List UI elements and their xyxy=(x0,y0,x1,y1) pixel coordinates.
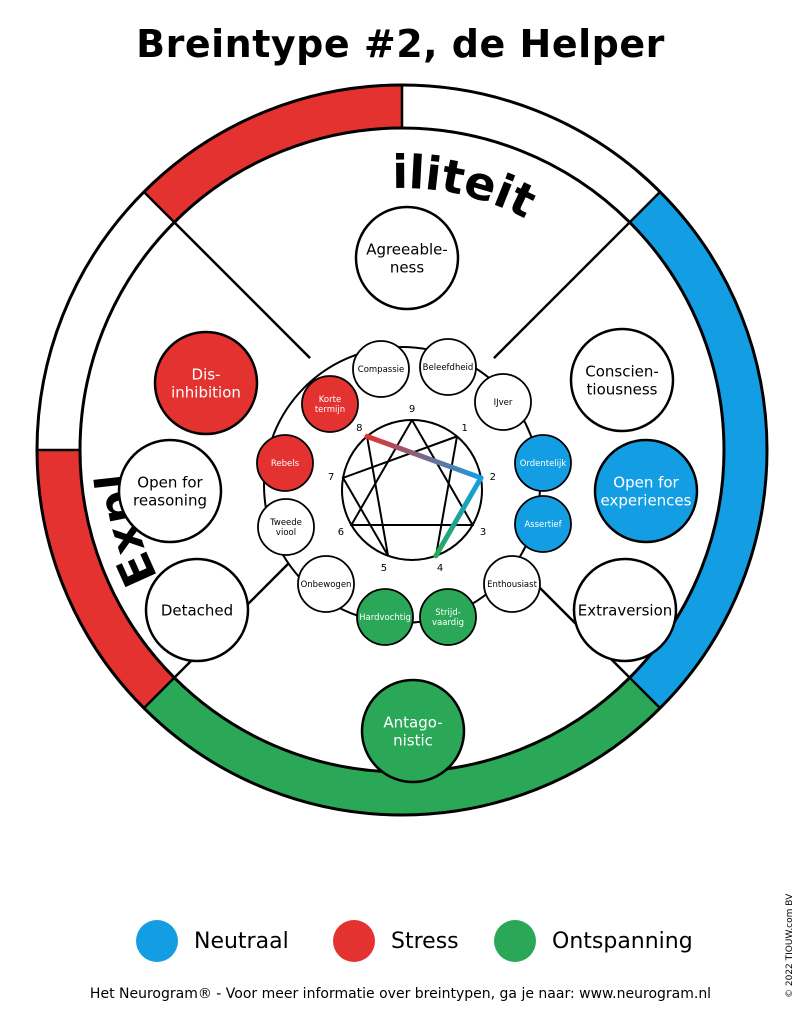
trait-antagonistic-label-1: nistic xyxy=(393,731,433,749)
trait-conscientiousness-circle xyxy=(569,327,675,433)
trait-strijdvaardig-label-1: vaardig xyxy=(432,618,464,628)
enneagram-point-1: 1 xyxy=(462,423,468,434)
trait-antagonistic: Antago-nistic xyxy=(360,678,466,784)
trait-agreeableness: Agreeable-ness xyxy=(354,205,460,311)
trait-ordentelijk-label-0: Ordentelijk xyxy=(520,459,567,469)
enneagram-point-9: 9 xyxy=(409,404,415,415)
enneagram-point-6: 6 xyxy=(338,527,344,538)
trait-detached-circle xyxy=(144,557,250,663)
trait-detached: Detached xyxy=(144,557,250,663)
legend-ontspanning: Ontspanning xyxy=(494,920,693,962)
trait-disinhibition-label-0: Dis- xyxy=(192,366,221,384)
trait-rebels-label-0: Rebels xyxy=(271,459,300,469)
enneagram-point-7: 7 xyxy=(328,472,334,483)
trait-open-for-reasoning-label-1: reasoning xyxy=(133,491,207,509)
copyright-text: © 2022 TIOUW.com BV xyxy=(785,893,795,998)
trait-ordentelijk-circle xyxy=(514,434,572,492)
legend-neutraal: Neutraal xyxy=(136,920,289,962)
segment-autonomie-green xyxy=(143,677,661,815)
trait-rebels: Rebels xyxy=(256,434,314,492)
footer-text: Het Neurogram® - Voor meer informatie ov… xyxy=(89,986,712,1002)
trait-hardvochtig: Hardvochtig xyxy=(356,588,414,646)
trait-ijver: IJver xyxy=(474,373,532,431)
trait-strijdvaardig: Strijd-vaardig xyxy=(419,588,477,646)
trait-onbewogen: Onbewogen xyxy=(297,555,355,613)
trait-enthousiast: Enthousiast xyxy=(483,555,541,613)
trait-rebels-circle xyxy=(256,434,314,492)
divider-nw xyxy=(143,191,311,359)
enneagram-point-8: 8 xyxy=(356,423,362,434)
enneagram-circle xyxy=(341,419,483,561)
legend-neutraal-label: Neutraal xyxy=(194,928,289,954)
trait-korte-termijn-label-1: termijn xyxy=(315,405,345,415)
legend-ontspanning-label: Ontspanning xyxy=(552,928,693,954)
legend-stress: Stress xyxy=(333,920,459,962)
trait-onbewogen-label-0: Onbewogen xyxy=(301,580,352,590)
trait-open-for-experiences-circle xyxy=(593,438,699,544)
relax-line-2-4 xyxy=(433,475,484,559)
trait-tweede-viool-label-0: Tweede xyxy=(269,518,302,528)
trait-antagonistic-label-0: Antago- xyxy=(383,714,442,732)
trait-disinhibition: Dis-inhibition xyxy=(153,330,259,436)
legend-ontspanning-dot xyxy=(494,920,536,962)
trait-ijver-circle xyxy=(474,373,532,431)
enneagram-point-4: 4 xyxy=(437,563,443,574)
legend-stress-label: Stress xyxy=(391,928,459,954)
trait-assertief-label-0: Assertief xyxy=(524,520,562,530)
enneagram-triangle xyxy=(349,419,475,526)
trait-extraversion: Extraversion xyxy=(572,557,678,663)
trait-assertief: Assertief xyxy=(514,495,572,553)
legend-stress-dot xyxy=(333,920,375,962)
trait-hardvochtig-circle xyxy=(356,588,414,646)
trait-open-for-reasoning-circle xyxy=(117,438,223,544)
trait-compassie-label-0: Compassie xyxy=(358,365,404,375)
trait-beleefdheid: Beleefdheid xyxy=(419,338,477,396)
trait-open-for-experiences-label-0: Open for xyxy=(613,474,679,492)
trait-tweede-viool-circle xyxy=(257,498,315,556)
trait-ijver-label-0: IJver xyxy=(494,398,513,408)
trait-enthousiast-circle xyxy=(483,555,541,613)
trait-antagonistic-circle xyxy=(360,678,466,784)
trait-agreeableness-circle xyxy=(354,205,460,311)
trait-disinhibition-circle xyxy=(153,330,259,436)
trait-detached-label-0: Detached xyxy=(161,601,233,619)
trait-hardvochtig-label-0: Hardvochtig xyxy=(359,613,411,623)
trait-onbewogen-circle xyxy=(297,555,355,613)
enneagram-point-3: 3 xyxy=(480,527,486,538)
trait-compassie-circle xyxy=(352,340,410,398)
page-title: Breintype #2, de Helper xyxy=(136,22,665,66)
trait-compassie: Compassie xyxy=(352,340,410,398)
trait-beleefdheid-label-0: Beleefdheid xyxy=(423,363,474,373)
enneagram-point-2: 2 xyxy=(490,472,496,483)
trait-conscientiousness: Conscien-tiousness xyxy=(569,327,675,433)
trait-korte-termijn-label-0: Korte xyxy=(319,395,341,405)
trait-agreeableness-label-0: Agreeable- xyxy=(366,241,448,259)
trait-assertief-circle xyxy=(514,495,572,553)
trait-conscientiousness-label-0: Conscien- xyxy=(585,363,659,381)
divider-ne xyxy=(493,191,661,359)
trait-beleefdheid-circle xyxy=(419,338,477,396)
trait-korte-termijn-circle xyxy=(301,375,359,433)
trait-ordentelijk: Ordentelijk xyxy=(514,434,572,492)
segment-exploitatie-blue xyxy=(629,191,767,709)
trait-enthousiast-label-0: Enthousiast xyxy=(487,580,537,590)
stress-line-8-2 xyxy=(364,433,484,481)
trait-conscientiousness-label-1: tiousness xyxy=(587,380,658,398)
legend-neutraal-dot xyxy=(136,920,178,962)
trait-extraversion-label-0: Extraversion xyxy=(578,601,673,619)
enneagram-point-5: 5 xyxy=(381,563,387,574)
trait-disinhibition-label-1: inhibition xyxy=(171,383,241,401)
trait-agreeableness-label-1: ness xyxy=(390,258,425,276)
trait-open-for-reasoning-label-0: Open for xyxy=(137,474,203,492)
trait-extraversion-circle xyxy=(572,557,678,663)
trait-open-for-experiences-label-1: experiences xyxy=(601,491,692,509)
trait-tweede-viool-label-1: viool xyxy=(276,528,296,538)
trait-strijdvaardig-circle xyxy=(419,588,477,646)
trait-strijdvaardig-label-0: Strijd- xyxy=(435,608,460,618)
